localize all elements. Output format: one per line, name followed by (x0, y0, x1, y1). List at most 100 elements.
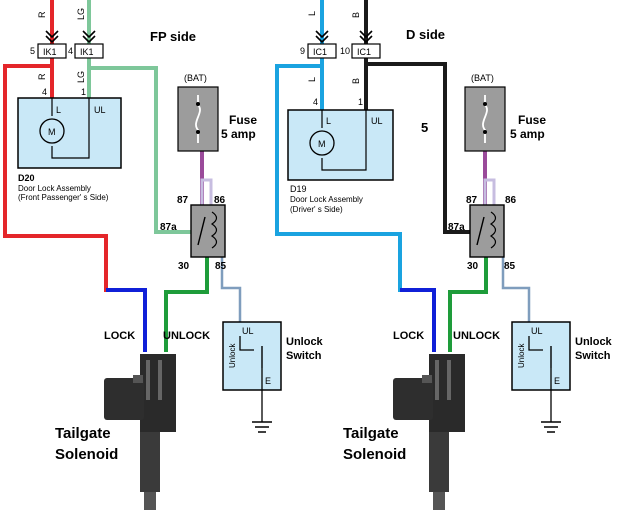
d-conn-right-pin: 10 (340, 46, 350, 56)
fp-wire-right-color-lower: LG (76, 71, 86, 83)
fp-switch-e: E (265, 376, 271, 386)
d-lock-label: LOCK (393, 330, 424, 342)
fp-relay-pin-87a: 87a (160, 222, 177, 233)
fp-door-lock-box (17, 97, 122, 169)
d-relay-pin-85: 85 (504, 261, 516, 272)
fp-bat-label: (BAT) (184, 73, 207, 83)
d-conn-left-name: IC1 (313, 47, 327, 57)
fp-switch-name-1: Unlock (286, 336, 324, 348)
fp-relay-switch (197, 216, 206, 246)
fp-unlock-switch-box (222, 321, 282, 391)
d-wire-left-color-lower: L (307, 77, 317, 82)
d-title: D side (406, 27, 445, 42)
d-side (275, 0, 571, 510)
d-number-label: 5 (421, 120, 428, 135)
d-connector-right-box (351, 43, 381, 59)
fp-assembly-id: D20 (18, 173, 35, 183)
d-unlock-switch-box (511, 321, 571, 391)
d-relay-pin-86: 86 (505, 195, 517, 206)
d-motor-internal-wire-2 (321, 110, 367, 171)
d-solenoid-1: Tailgate (343, 425, 399, 442)
fp-assembly-name-2: (Front Passenger' s Side) (18, 193, 109, 202)
d-conn-left-pin: 9 (300, 46, 305, 56)
fp-motor-internal-wire-2 (51, 98, 90, 159)
d-fuse-dot-bottom (483, 130, 487, 134)
fp-conn-right-name: IK1 (80, 47, 94, 57)
fp-lavender-wire (200, 178, 213, 205)
fp-motor-icon (39, 118, 65, 144)
fp-motor-label-l: L (56, 105, 61, 115)
fp-switch-name-2: Switch (286, 350, 322, 362)
d-connector-chevrons (315, 30, 373, 44)
fp-switch-contact (239, 336, 254, 351)
fp-solenoid-2: Solenoid (55, 446, 118, 463)
d-switch-ul: UL (531, 326, 543, 336)
fp-wire-right-color: LG (76, 8, 86, 20)
fp-solenoid-1: Tailgate (55, 425, 111, 442)
d-assembly-id: D19 (290, 184, 307, 194)
d-fuse-label-2: 5 amp (510, 127, 545, 141)
fp-switch-ul: UL (242, 326, 254, 336)
d-unlock-label: UNLOCK (453, 330, 500, 342)
fp-green-wire (164, 254, 209, 352)
d-switch-e: E (554, 376, 560, 386)
fp-relay-coil (210, 211, 218, 249)
d-door-lock-box (287, 109, 394, 181)
fp-lock-label: LOCK (104, 330, 135, 342)
fp-unlock-label: UNLOCK (163, 330, 210, 342)
d-assembly-name-2: (Driver' s Side) (290, 205, 343, 214)
d-motor-pin-right: 1 (358, 97, 363, 107)
d-motor-label-l: L (326, 116, 331, 126)
d-tailgate-solenoid-icon (393, 354, 465, 510)
fp-relay-pin-85: 85 (215, 261, 227, 272)
d-switch-name-1: Unlock (575, 336, 613, 348)
d-connector-left-box (307, 43, 337, 59)
fp-tailgate-solenoid-icon (104, 354, 176, 510)
d-motor-icon (309, 130, 335, 156)
fp-conn-right-pin: 4 (68, 46, 73, 56)
fp-blue-wire (106, 288, 147, 352)
d-switch-contact (528, 336, 543, 351)
fp-side (3, 0, 282, 510)
d-bat-label: (BAT) (471, 73, 494, 83)
fp-motor-letter: M (48, 127, 56, 137)
d-motor-letter: M (318, 139, 326, 149)
fp-fuse-dot-bottom (196, 130, 200, 134)
d-switch-side: Unlock (517, 343, 526, 368)
d-relay-box (469, 204, 505, 258)
fp-assembly-name-1: Door Lock Assembly (18, 184, 91, 193)
fp-motor-label-ul: UL (94, 105, 106, 115)
d-conn-right-name: IC1 (357, 47, 371, 57)
d-wire-right-color-lower: B (351, 78, 361, 84)
d-fuse-dot-top (483, 102, 487, 106)
d-wire-left-color: L (307, 11, 317, 16)
fp-relay-box (190, 204, 226, 258)
fp-motor-pin-left: 4 (42, 87, 47, 97)
d-blue-wire (400, 288, 436, 352)
d-motor-label-ul: UL (371, 116, 383, 126)
fp-motor-pin-right: 1 (81, 87, 86, 97)
d-steel-wire (501, 254, 531, 324)
fp-steel-wire (220, 254, 242, 324)
d-relay-pin-30: 30 (467, 261, 479, 272)
fp-relay-pin-30: 30 (178, 261, 190, 272)
d-green-wire (448, 254, 488, 352)
fp-wire-left-color: R (37, 11, 47, 18)
d-fuse-label-1: Fuse (518, 113, 546, 127)
d-lavender-wire (483, 178, 496, 205)
d-relay-coil (489, 211, 497, 249)
fp-switch-side: Unlock (228, 343, 237, 368)
d-ground-icon (541, 421, 561, 433)
fp-wire-left-color-lower: R (37, 73, 47, 80)
fp-fuse-label-2: 5 amp (221, 127, 256, 141)
fp-fuse-label-1: Fuse (229, 113, 257, 127)
fp-ground-icon (252, 421, 272, 433)
fp-connector-right-box (74, 43, 104, 59)
fp-conn-left-name: IK1 (43, 47, 57, 57)
fp-conn-left-pin: 5 (30, 46, 35, 56)
d-solenoid-2: Solenoid (343, 446, 406, 463)
fp-connector-left-box (37, 43, 67, 59)
d-switch-name-2: Switch (575, 350, 611, 362)
d-assembly-name-1: Door Lock Assembly (290, 195, 363, 204)
